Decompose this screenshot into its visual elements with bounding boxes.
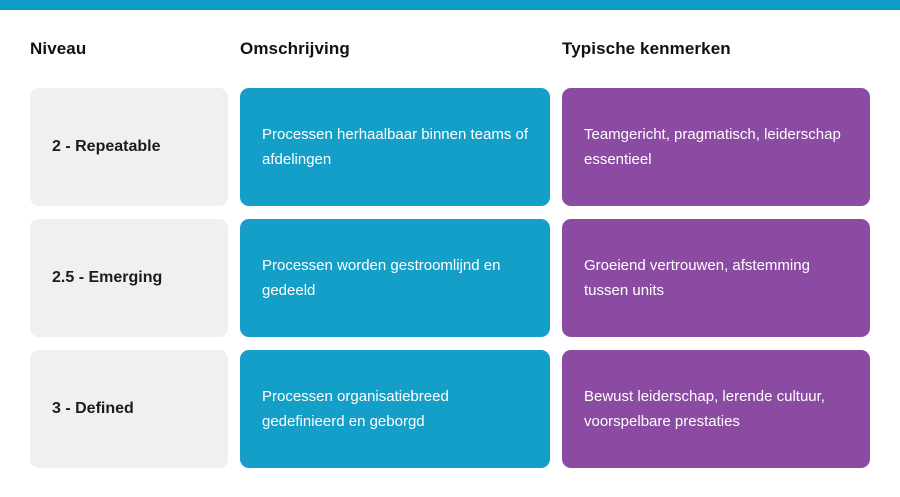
characteristics-text: Groeiend vertrouwen, afstemming tussen u… (584, 257, 810, 299)
level-card: 3 - Defined (30, 350, 228, 468)
description-text: Processen herhaalbaar binnen teams of af… (262, 126, 529, 168)
maturity-table: Niveau Omschrijving Typische kenmerken 2… (0, 10, 900, 468)
level-card: 2.5 - Emerging (30, 219, 228, 337)
top-accent-bar (0, 0, 900, 10)
description-text: Processen organisatiebreed gedefinieerd … (262, 388, 449, 430)
description-card: Processen herhaalbaar binnen teams of af… (240, 88, 550, 206)
description-text: Processen worden gestroomlijnd en gedeel… (262, 257, 501, 299)
table-row: 3 - Defined Processen organisatiebreed g… (30, 350, 870, 468)
table-row: 2.5 - Emerging Processen worden gestroom… (30, 219, 870, 337)
characteristics-card: Bewust leiderschap, lerende cultuur, voo… (562, 350, 870, 468)
characteristics-text: Teamgericht, pragmatisch, leiderschap es… (584, 126, 841, 168)
description-card: Processen worden gestroomlijnd en gedeel… (240, 219, 550, 337)
level-card: 2 - Repeatable (30, 88, 228, 206)
level-label: 2 - Repeatable (52, 138, 161, 155)
characteristics-card: Groeiend vertrouwen, afstemming tussen u… (562, 219, 870, 337)
characteristics-text: Bewust leiderschap, lerende cultuur, voo… (584, 388, 825, 430)
column-header-typische-kenmerken: Typische kenmerken (562, 39, 731, 58)
description-card: Processen organisatiebreed gedefinieerd … (240, 350, 550, 468)
column-header-omschrijving: Omschrijving (240, 39, 350, 58)
level-label: 2.5 - Emerging (52, 269, 163, 286)
table-row: 2 - Repeatable Processen herhaalbaar bin… (30, 88, 870, 206)
level-label: 3 - Defined (52, 400, 134, 417)
table-header-row: Niveau Omschrijving Typische kenmerken (30, 38, 870, 59)
characteristics-card: Teamgericht, pragmatisch, leiderschap es… (562, 88, 870, 206)
column-header-niveau: Niveau (30, 39, 87, 58)
